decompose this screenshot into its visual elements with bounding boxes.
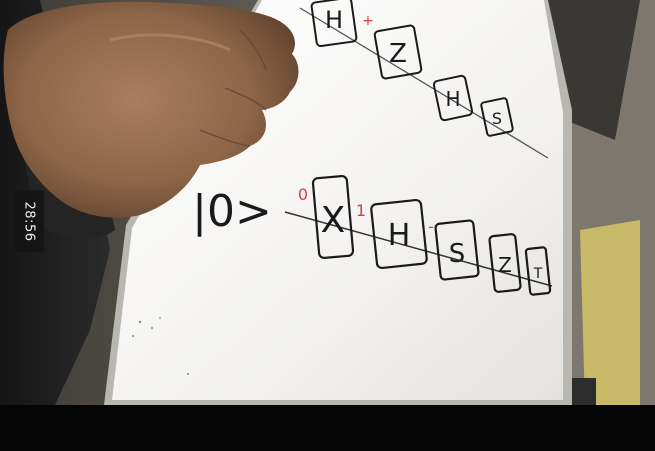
bottom-gate-label-4: Z (498, 253, 512, 277)
top-gate-label-3: H (445, 87, 460, 111)
bottom-gate-label-3: S (449, 239, 466, 269)
bottom-gate-label-1: X (321, 200, 346, 241)
top-gate-label-2: Z (389, 39, 407, 69)
top-gate-label-1: H (325, 6, 343, 34)
top-gate-label-4: S (492, 109, 502, 128)
yellow-wall-patch (580, 220, 640, 405)
bottom-red-label-2: - (428, 217, 434, 236)
state-label: |0> (192, 186, 272, 237)
bottom-gate-label-5: T (533, 266, 543, 282)
bottom-black-bar (0, 405, 655, 451)
bottom-gate-label-2: H (388, 218, 411, 253)
top-red-mark: + (362, 13, 374, 29)
video-timestamp-badge: 28:56 (14, 190, 44, 252)
bottom-red-label-0: 0 (298, 185, 308, 204)
bottom-red-label-1: 1 (356, 201, 366, 220)
video-timestamp: 28:56 (22, 201, 37, 241)
